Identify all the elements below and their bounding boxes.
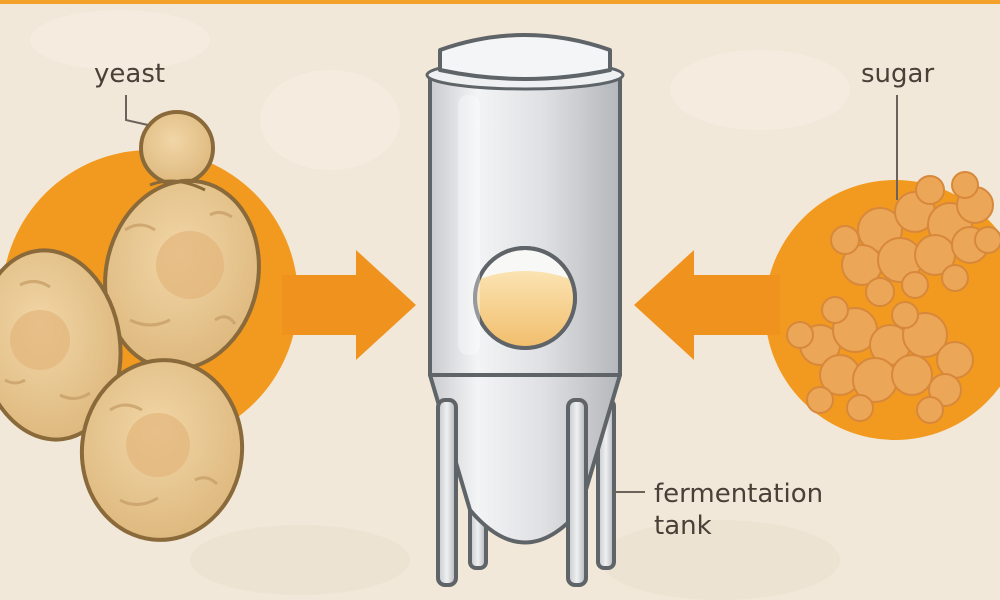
tank-leg-front-right: [566, 398, 588, 587]
yeast-cells-icon: [0, 110, 261, 542]
tank-cone: [428, 373, 622, 545]
tank-leg-front-left: [436, 398, 458, 587]
sugar-molecules-icon: [786, 171, 1000, 424]
arrow-right-icon: [282, 250, 416, 360]
yeast-leader-line: [125, 95, 149, 126]
sugar-label: sugar: [861, 59, 935, 89]
background-texture: [30, 10, 850, 600]
fermentation-tank-label: fermentation tank: [654, 478, 823, 542]
top-band: [0, 0, 1000, 4]
tank-highlight: [458, 95, 480, 355]
sugar-cluster-top: [830, 171, 1000, 307]
tank-lid: [438, 33, 612, 81]
tank-liquid: [476, 271, 574, 349]
arrow-left-icon: [634, 250, 780, 360]
fermentation-tank-icon: [425, 33, 625, 587]
tank-label-line1: fermentation: [654, 479, 824, 509]
tank-label-line2: tank: [654, 511, 712, 541]
yeast-label: yeast: [94, 59, 166, 89]
sugar-cluster-bottom: [786, 296, 974, 424]
